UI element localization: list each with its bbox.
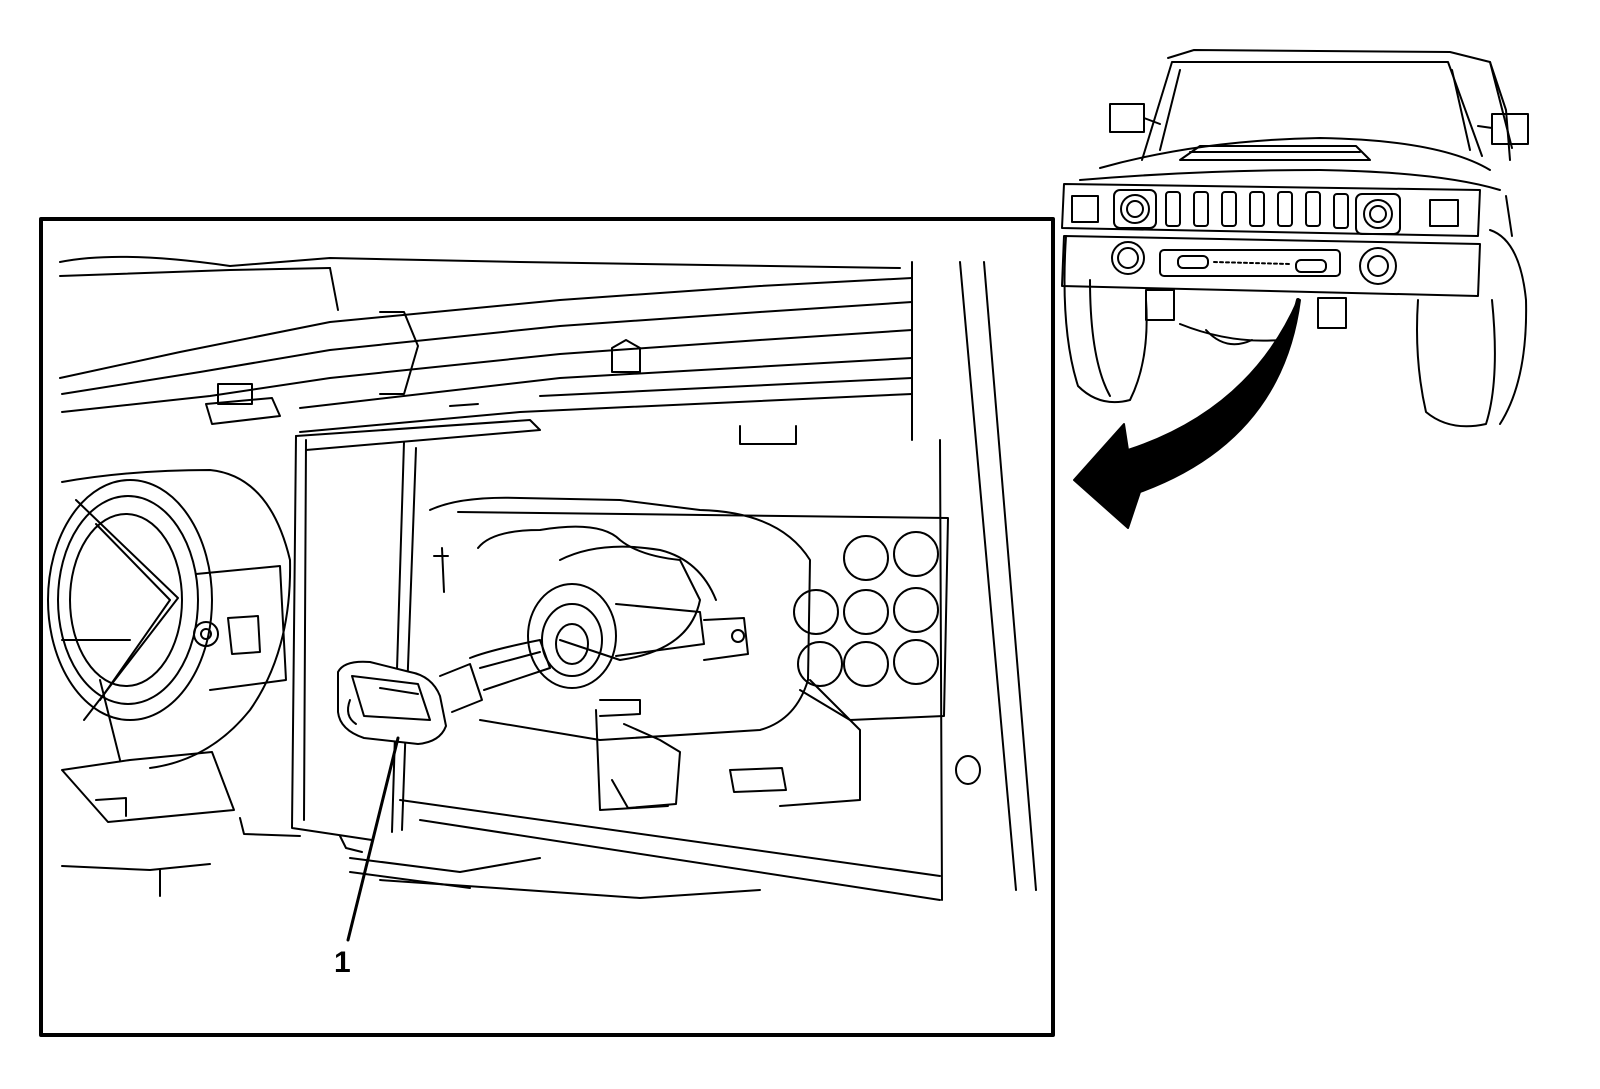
- left-headlamp: [1113, 189, 1157, 229]
- grille-mesh: [457, 511, 949, 721]
- right-headlamp: [1355, 193, 1401, 235]
- callout-leader-line: [346, 736, 400, 942]
- rail-clips: [205, 339, 797, 445]
- headlamp-bulb: [337, 639, 551, 745]
- support-bracket: [291, 419, 541, 841]
- view-direction-arrow: [1073, 298, 1301, 529]
- vehicle-front-overview: [1061, 49, 1529, 428]
- headlamp-assembly: [429, 496, 861, 811]
- lower-floor: [159, 439, 943, 901]
- left-mirror: [1109, 103, 1145, 133]
- detail-inset: [39, 217, 1055, 1037]
- left-fog-lamp: [1111, 241, 1145, 275]
- right-fender-edge: [955, 261, 1037, 891]
- upper-panel: [59, 255, 913, 441]
- right-fog-lamp: [1359, 247, 1397, 285]
- left-lamp-housing: [47, 469, 292, 871]
- callout-label-1: 1: [334, 946, 351, 979]
